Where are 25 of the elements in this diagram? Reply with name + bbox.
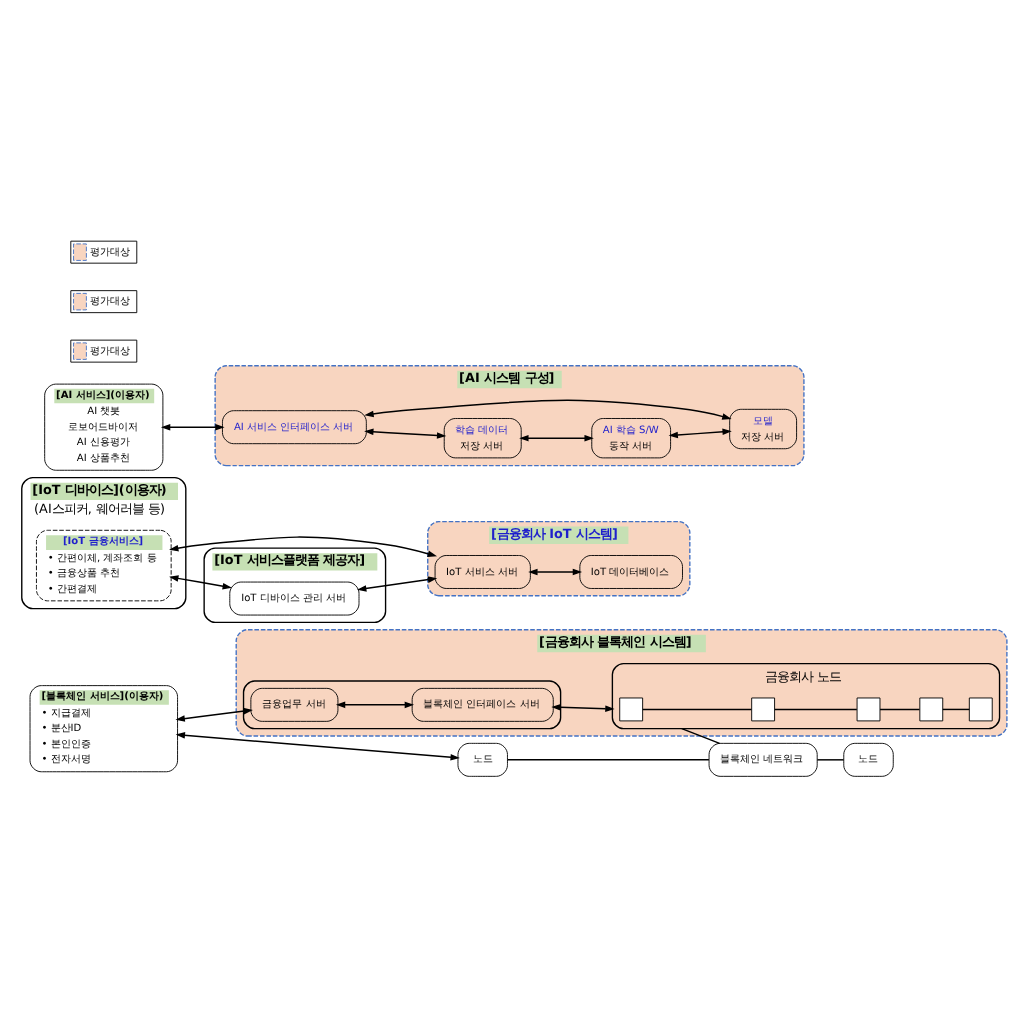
arrow bbox=[174, 706, 252, 721]
arrow bbox=[159, 422, 224, 430]
arrow bbox=[363, 398, 731, 419]
connector bbox=[641, 707, 752, 710]
connector bbox=[505, 758, 709, 760]
connector bbox=[941, 707, 970, 710]
connector bbox=[878, 707, 920, 710]
arrow bbox=[363, 427, 446, 438]
node-box bbox=[618, 696, 643, 721]
arrow bbox=[168, 535, 437, 556]
node-box bbox=[855, 696, 880, 721]
node-box bbox=[967, 696, 992, 721]
arrow bbox=[168, 574, 231, 589]
connector bbox=[773, 707, 857, 710]
node-box bbox=[750, 696, 775, 721]
arrow bbox=[356, 575, 437, 591]
arrow bbox=[550, 702, 614, 711]
arrow bbox=[527, 567, 582, 575]
arrow bbox=[667, 427, 731, 438]
arrow bbox=[174, 731, 459, 760]
connector bbox=[680, 726, 720, 744]
connector bbox=[815, 758, 844, 760]
arrow bbox=[334, 700, 414, 708]
node-box bbox=[918, 696, 943, 721]
arrow bbox=[518, 433, 593, 441]
